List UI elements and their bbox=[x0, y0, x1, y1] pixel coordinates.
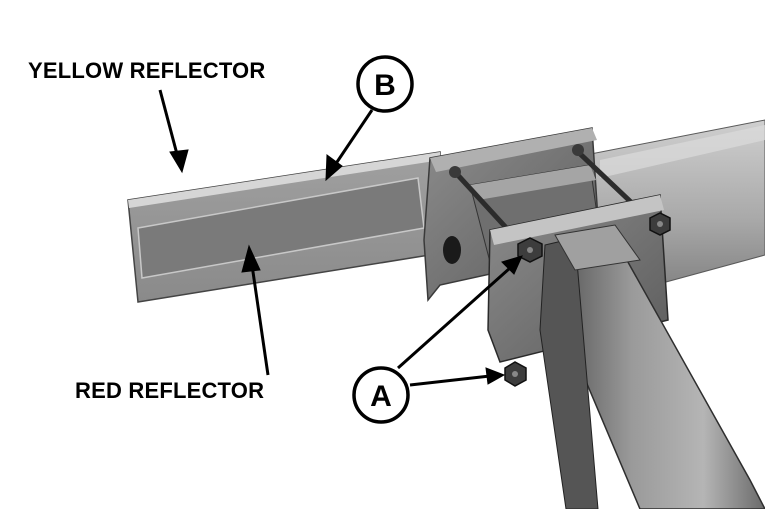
callout-b: B bbox=[356, 55, 414, 113]
callout-b-arrow bbox=[325, 109, 374, 182]
callout-a: A bbox=[352, 366, 410, 424]
yellow-reflector-arrow bbox=[158, 89, 189, 174]
red-reflector-arrow bbox=[241, 244, 270, 376]
red-reflector-label: RED REFLECTOR bbox=[75, 378, 265, 403]
plate-hole bbox=[443, 236, 461, 264]
callout-b-letter: B bbox=[374, 69, 396, 102]
red-reflector-panel bbox=[137, 177, 425, 279]
callout-a-letter: A bbox=[370, 380, 392, 413]
callout-a-arrows bbox=[397, 255, 523, 387]
yellow-reflector-label: YELLOW REFLECTOR bbox=[28, 58, 266, 83]
